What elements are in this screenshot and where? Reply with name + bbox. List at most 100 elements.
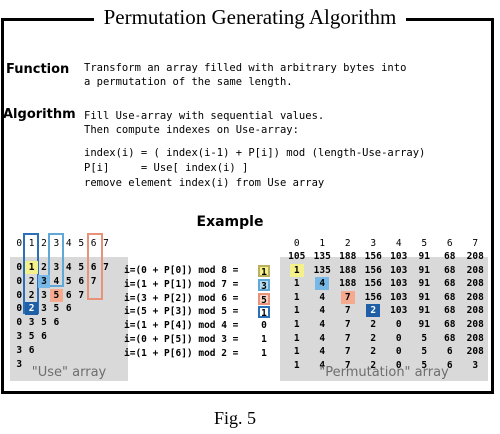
perm-array-cell: 2	[370, 332, 377, 344]
perm-array-cell: 4	[319, 359, 326, 371]
use-array-cell: 6	[41, 331, 47, 342]
perm-array-cell: 135	[313, 251, 331, 262]
use-array-cell: 2	[25, 302, 38, 316]
perm-array-cell: 188	[339, 264, 357, 276]
perm-array-cell: 156	[364, 278, 382, 290]
equation-result: 5	[258, 292, 270, 306]
perm-array-cell: 7	[344, 305, 351, 317]
perm-header-cell: 2	[344, 238, 351, 249]
use-array-cell: 0	[16, 289, 23, 301]
perm-array-cell: 4	[319, 319, 326, 330]
perm-array-cell: 3	[472, 359, 479, 371]
use-array-cell: 5	[53, 303, 60, 315]
perm-header-cell: 0	[293, 238, 300, 249]
perm-array-cell: 68	[444, 251, 456, 262]
perm-array-cell: 4	[319, 305, 326, 317]
perm-array-cell: 208	[466, 264, 484, 276]
perm-header-cell: 5	[421, 238, 428, 249]
use-array-caption: "Use" array	[31, 365, 107, 380]
equation-text: i=(1 + P[1]) mod 7 =	[124, 278, 239, 290]
use-array-cell: 7	[90, 275, 97, 287]
code-line-3: remove element index(i) from Use array	[84, 177, 325, 189]
use-header-cell: 0	[16, 238, 23, 249]
use-array-cell: 5	[28, 331, 35, 342]
use-header-cell: 5	[78, 238, 85, 249]
perm-array-cell: 188	[339, 278, 357, 290]
use-array-cell: 4	[65, 262, 72, 273]
perm-array-cell: 208	[466, 332, 484, 344]
perm-array-cell: 208	[466, 291, 484, 303]
perm-array-cell: 68	[444, 291, 456, 303]
use-header-cell: 2	[41, 238, 47, 249]
use-array-panel	[10, 257, 128, 381]
use-array-cell: 0	[16, 262, 23, 273]
perm-array-cell: 2	[370, 346, 377, 358]
perm-array-cell: 1	[289, 263, 304, 277]
perm-header-cell: 4	[395, 238, 402, 249]
perm-array-panel	[280, 257, 488, 381]
perm-array-cell: 1	[293, 359, 300, 371]
use-header-cell: 4	[65, 238, 72, 249]
perm-array-cell: 68	[444, 278, 456, 290]
use-header-cell: 3	[53, 238, 60, 249]
use-column-5-highlight	[87, 233, 104, 301]
perm-array-cell: 7	[344, 332, 351, 344]
use-array-cell: 5	[78, 262, 85, 273]
perm-array-cell: 4	[319, 346, 326, 358]
equation-text: i=(1 + P[6]) mod 2 =	[124, 347, 239, 359]
perm-array-cell: 156	[364, 264, 382, 276]
use-array-cell: 2	[41, 262, 47, 273]
equation-result: 3	[258, 278, 270, 292]
perm-array-cell: 7	[344, 346, 351, 358]
use-column-3-highlight	[48, 233, 64, 287]
use-array-cell: 3	[16, 344, 23, 356]
use-array-cell: 6	[78, 275, 85, 287]
equation-text: i=(1 + P[4]) mod 4 =	[124, 320, 239, 332]
use-array-cell: 3	[28, 317, 35, 329]
title-text: Permutation Generating Algorithm	[93, 5, 407, 29]
perm-array-cell: 103	[390, 278, 408, 290]
perm-array-cell: 2	[370, 319, 377, 330]
use-array-cell: 1	[25, 261, 38, 274]
use-header-cell: 1	[28, 238, 35, 249]
perm-header-cell: 7	[472, 238, 479, 249]
use-array-cell: 3	[16, 358, 23, 370]
use-array-cell: 2	[28, 275, 35, 287]
perm-array-cell: 0	[395, 332, 402, 344]
perm-array-cell: 2	[370, 359, 377, 371]
equation-text: i=(3 + P[2]) mod 6 =	[124, 292, 239, 304]
equation-result: 1	[258, 265, 270, 278]
perm-array-cell: 1	[293, 346, 300, 358]
perm-array-cell: 188	[339, 251, 357, 262]
perm-array-cell: 1	[293, 291, 300, 303]
perm-header-cell: 1	[319, 238, 326, 249]
perm-array-cell: 5	[421, 332, 428, 344]
equation-result: 1	[261, 334, 267, 345]
perm-array-cell: 6	[446, 346, 453, 358]
perm-array-cell: 7	[340, 290, 355, 304]
perm-array-cell: 7	[344, 359, 351, 371]
use-array-cell: 3	[41, 303, 47, 315]
perm-array-cell: 208	[466, 305, 484, 317]
perm-array-cell: 4	[319, 332, 326, 344]
perm-array-cell: 0	[395, 359, 402, 371]
perm-array-cell: 0	[395, 346, 402, 358]
use-array-cell: 6	[90, 262, 97, 273]
perm-array-cell: 68	[444, 305, 456, 317]
use-array-cell: 0	[16, 303, 23, 315]
perm-array-cell: 1	[293, 319, 300, 330]
equation-text: i=(5 + P[3]) mod 5 =	[124, 306, 239, 318]
function-label: Function	[6, 62, 70, 77]
use-array-cell: 0	[16, 317, 23, 329]
use-array-cell: 4	[53, 275, 60, 287]
algorithm-label: Algorithm	[3, 107, 76, 122]
use-array-cell: 5	[50, 288, 63, 302]
perm-array-cell: 2	[366, 304, 381, 318]
code-line-2: P[i] = Use[ index(i) ]	[84, 162, 249, 174]
use-array-cell: 7	[103, 262, 109, 273]
perm-array-cell: 5	[421, 359, 428, 371]
perm-array-cell: 91	[418, 291, 430, 303]
use-array-cell: 5	[65, 275, 72, 287]
perm-array-cell: 91	[418, 305, 430, 317]
perm-array-cell: 4	[319, 291, 326, 303]
